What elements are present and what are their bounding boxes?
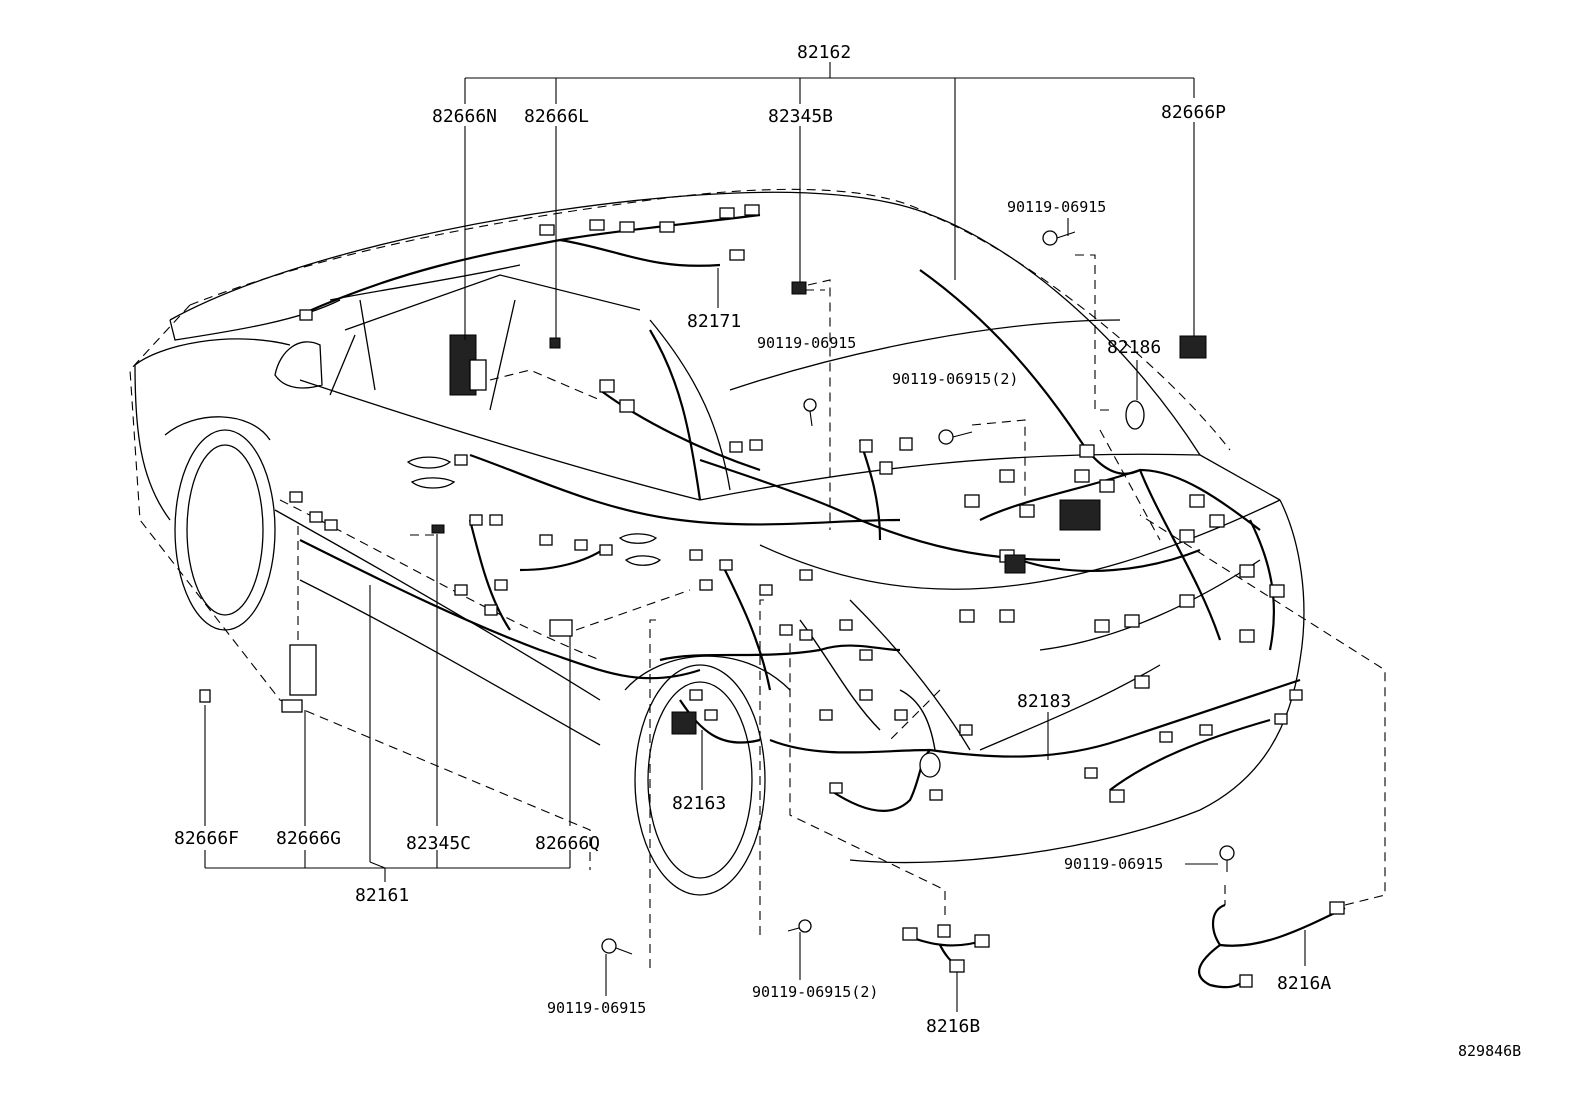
label-bolt-right-lower: 90119-06915 — [1064, 855, 1163, 873]
label-82345C: 82345C — [406, 833, 471, 854]
bolt-icon — [1219, 845, 1235, 872]
label-82666Q: 82666Q — [535, 833, 600, 854]
label-82666G: 82666G — [276, 828, 341, 849]
label-82666N: 82666N — [432, 106, 497, 127]
label-82666L: 82666L — [524, 106, 589, 127]
label-bolt-mid: 90119-06915 — [757, 334, 856, 352]
label-82161: 82161 — [355, 885, 409, 906]
label-82666F: 82666F — [174, 828, 239, 849]
label-82666P: 82666P — [1161, 102, 1226, 123]
leader-lines — [204, 62, 1306, 1012]
bolt-icon — [601, 938, 633, 955]
label-82186: 82186 — [1107, 337, 1161, 358]
label-bolt-mid-x2: 90119-06915(2) — [892, 370, 1018, 388]
connectors — [199, 204, 1303, 803]
diagram-id: 829846B — [1458, 1042, 1521, 1060]
label-bolt-top-right: 90119-06915 — [1007, 198, 1106, 216]
label-82171: 82171 — [687, 311, 741, 332]
label-82183: 82183 — [1017, 691, 1071, 712]
bolt-icon — [787, 919, 812, 933]
label-bolt-bottom-mid-x2: 90119-06915(2) — [752, 983, 878, 1001]
bolt-icon — [938, 429, 973, 445]
bolts — [601, 230, 1235, 955]
harness-8216B — [902, 924, 990, 973]
car-body-outline — [134, 191, 1305, 896]
label-bolt-bottom-left: 90119-06915 — [547, 999, 646, 1017]
label-82162: 82162 — [797, 42, 851, 63]
harness-8216A — [1198, 901, 1346, 989]
label-82163: 82163 — [672, 793, 726, 814]
part-labels: 82162 82666N 82666L 82345B 82666P 82171 … — [174, 42, 1521, 1060]
wire-harness — [299, 213, 1301, 812]
bolt-icon — [1042, 230, 1076, 246]
label-8216B: 8216B — [926, 1016, 980, 1037]
bolt-icon — [803, 398, 817, 427]
label-8216A: 8216A — [1277, 973, 1331, 994]
dashed-callouts — [297, 254, 1386, 968]
label-82345B: 82345B — [768, 106, 833, 127]
